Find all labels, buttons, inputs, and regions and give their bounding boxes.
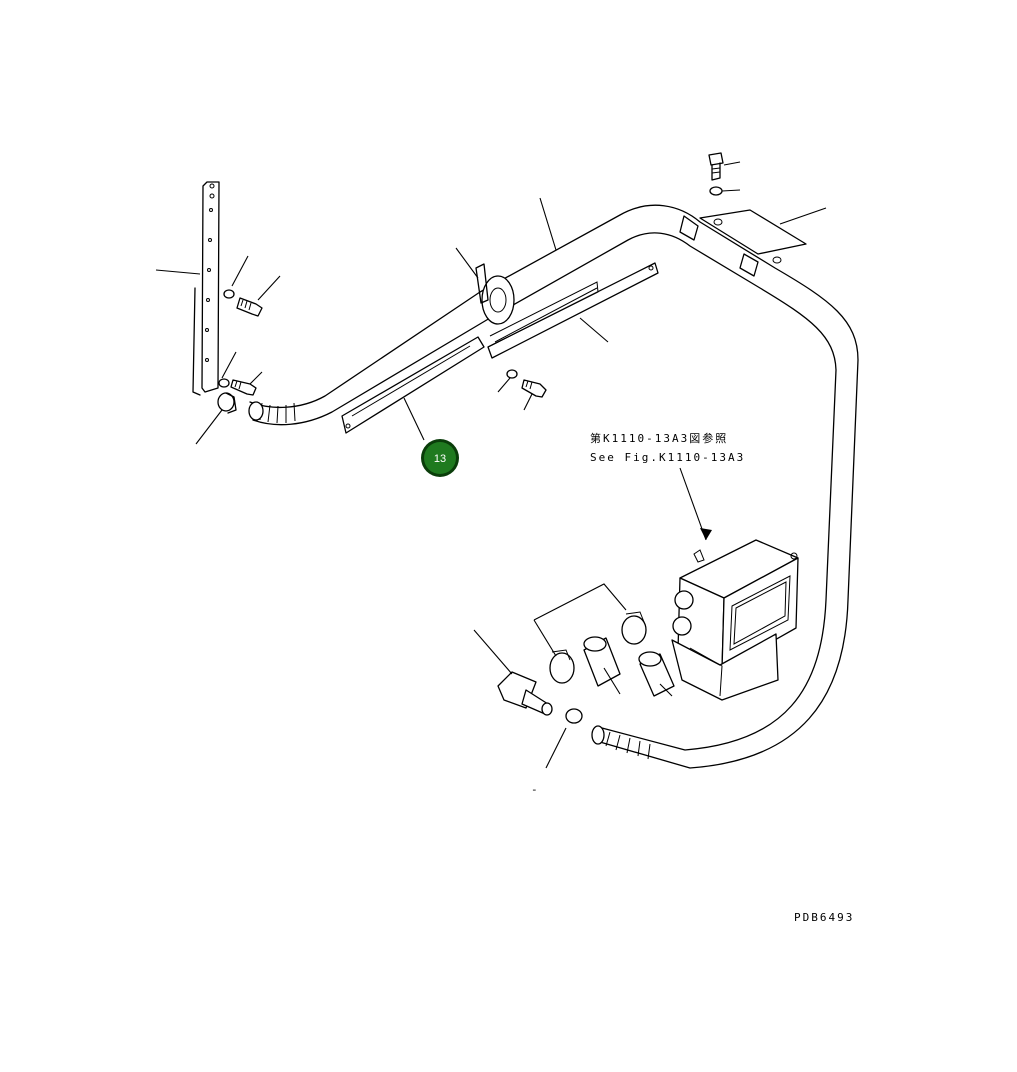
washer-top-right: [709, 186, 723, 196]
reference-note-en: See Fig.K1110-13A3: [590, 451, 745, 464]
grommet-left: [217, 392, 237, 414]
arrow-head: [700, 528, 712, 540]
hose-clamp-lower: [549, 649, 575, 684]
heater-unit: [671, 539, 799, 701]
drawing-code: PDB6493: [794, 911, 854, 924]
cover-plate-lower: [341, 336, 485, 434]
washer-bolt-upper: [223, 289, 263, 317]
hose-clamp-upper: [621, 611, 647, 645]
leader-lines: [155, 161, 827, 769]
bolt-top-right: [708, 152, 724, 181]
vertical-bracket: [192, 181, 220, 396]
hose-sleeve: [638, 651, 675, 697]
stray-mark: -: [531, 783, 540, 796]
hose-joint: [583, 636, 621, 687]
nozzle: [497, 671, 553, 716]
reference-note-jp: 第K1110-13A3図参照: [590, 431, 728, 445]
callout-badge-label: 13: [434, 453, 446, 465]
cover-plate-upper: [487, 262, 659, 359]
washer-bolt-mid: [506, 369, 547, 398]
duct-seal: [475, 263, 515, 325]
small-clamp: [565, 708, 583, 724]
callout-badge[interactable]: 13: [421, 439, 459, 477]
mount-plate: [699, 209, 807, 264]
duct-hose: [248, 204, 859, 769]
